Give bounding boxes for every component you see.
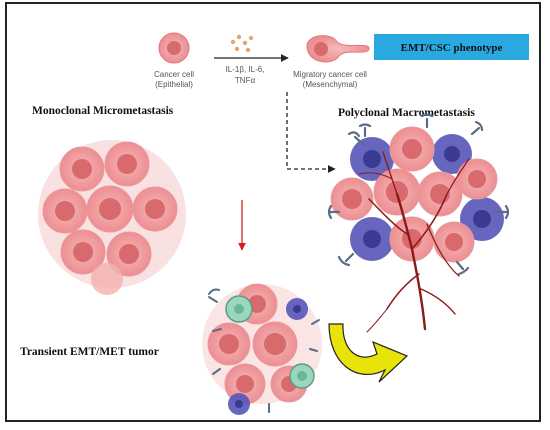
transient-cluster: [202, 283, 322, 415]
transient-cell-4: [224, 363, 266, 405]
figure-frame: Cancer cell (Epithelial) IL-1β, IL-6, TN…: [5, 2, 541, 422]
polyclonal-heading: Polyclonal Macrometastasis: [338, 107, 475, 119]
mesenchymal-cell-6: [228, 393, 250, 415]
mono-cell-4: [86, 185, 134, 233]
mono-cell-7: [106, 231, 152, 277]
receptor-icons-2: [208, 288, 320, 413]
mono-cell-8: [91, 263, 123, 295]
immune-cell-1: [225, 295, 253, 323]
poly-cell-7: [433, 221, 475, 263]
dashed-arrow: [286, 92, 336, 173]
phenotype-badge: EMT/CSC phenotype: [374, 34, 529, 60]
migratory-cell-label: Migratory cancer cell: [293, 70, 367, 79]
mesenchymal-cell-1: [350, 137, 394, 181]
mesenchymal-migratory-cell: [306, 35, 370, 63]
cancer-cell-type-label: (Epithelial): [155, 80, 193, 89]
mono-cell-2: [104, 141, 150, 187]
mono-cell-3: [42, 188, 88, 234]
diagram-canvas: Cancer cell (Epithelial) IL-1β, IL-6, TN…: [20, 32, 529, 415]
phenotype-badge-label: EMT/CSC phenotype: [401, 42, 503, 54]
cancer-cell-label: Cancer cell: [154, 70, 194, 79]
polyclonal-cluster: [327, 113, 510, 333]
monoclonal-heading: Monoclonal Micrometastasis: [32, 105, 174, 117]
poly-cell-1: [389, 126, 435, 172]
cytokine-dots: [230, 34, 254, 53]
yellow-curved-arrow: [328, 323, 409, 383]
blood-vessel: [358, 151, 470, 333]
mono-cell-6: [60, 229, 106, 275]
transient-heading: Transient EMT/MET tumor: [20, 346, 159, 358]
transient-cell-3: [252, 321, 298, 367]
immune-cell-2: [289, 363, 315, 389]
migratory-cell-type-label: (Mesenchymal): [303, 80, 358, 89]
mesenchymal-cell-5: [286, 298, 308, 320]
mesenchymal-cell-3: [350, 217, 394, 261]
epithelial-cancer-cell: [158, 32, 190, 64]
poly-cell-2: [456, 158, 498, 200]
cytokines-label-2: TNFα: [235, 76, 256, 85]
mesenchymal-cell-2: [432, 134, 472, 174]
mono-cell-1: [59, 146, 105, 192]
monoclonal-cluster: [38, 140, 186, 295]
receptor-icons: [327, 113, 510, 276]
poly-cell-3: [330, 177, 374, 221]
transient-cell-2: [207, 322, 251, 366]
mono-cell-5: [132, 186, 178, 232]
cytokines-label: IL-1β, IL-6,: [226, 65, 265, 74]
mesenchymal-cell-4: [460, 197, 504, 241]
